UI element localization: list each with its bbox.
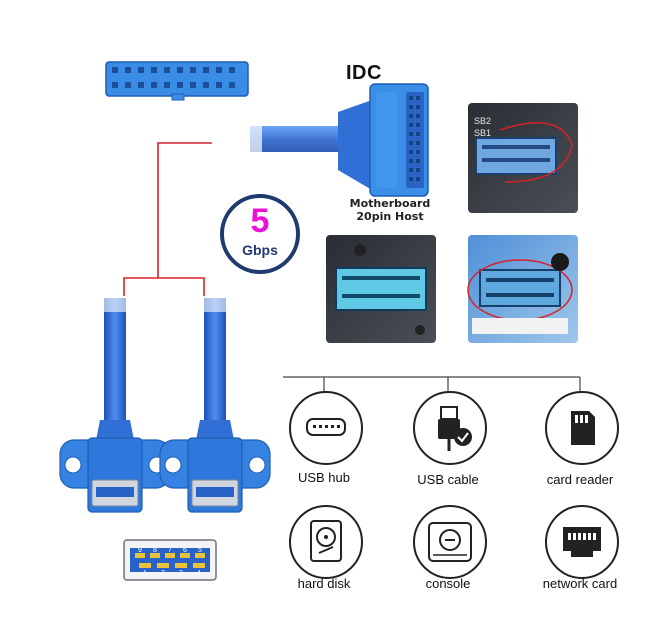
motherboard-photo-1: SB2 SB1 xyxy=(468,103,578,213)
svg-text:SB2: SB2 xyxy=(474,116,491,126)
network-card-label: network card xyxy=(542,576,618,591)
usb-cable-icon xyxy=(438,406,472,451)
network-card-circle xyxy=(545,505,619,579)
usb-port-left xyxy=(59,420,171,513)
idc-label: IDC xyxy=(346,62,382,84)
card-reader-label: card reader xyxy=(546,472,614,487)
usb-pin-label: 1 xyxy=(143,570,147,577)
usb-pin-label: 8 xyxy=(153,547,157,554)
host-line-1: Motherboard xyxy=(349,197,431,210)
device-tree-lines xyxy=(283,376,581,391)
usb-pin-label: 4 xyxy=(197,570,201,577)
usb-cable-circle xyxy=(413,391,487,465)
header-pin-diagram xyxy=(105,61,249,101)
usb-pinout-diagram: 9 8 7 6 5 1 2 3 4 xyxy=(123,539,217,581)
usb-pin-label: 9 xyxy=(138,547,142,554)
usb-pin-label: 3 xyxy=(179,570,183,577)
motherboard-host-label: Motherboard 20pin Host xyxy=(335,197,445,223)
usb-pin-label: 2 xyxy=(161,570,165,577)
console-icon xyxy=(428,522,472,562)
speed-badge: 5 Gbps xyxy=(220,194,300,274)
usb-hub-icon xyxy=(306,418,346,436)
usb-port-right xyxy=(159,420,271,513)
speed-number: 5 xyxy=(250,202,270,240)
usb-hub-label: USB hub xyxy=(297,470,351,485)
speed-unit: Gbps xyxy=(242,242,278,258)
hard-disk-circle xyxy=(289,505,363,579)
idc-cable xyxy=(250,126,340,152)
console-circle xyxy=(413,505,487,579)
hard-disk-label: hard disk xyxy=(297,576,351,591)
usb-cables xyxy=(104,298,226,420)
host-line-2: 20pin Host xyxy=(356,210,424,223)
card-reader-circle xyxy=(545,391,619,465)
sd-card-icon xyxy=(571,411,595,445)
ethernet-port-icon xyxy=(563,527,601,557)
motherboard-photo-3 xyxy=(467,235,578,343)
usb-pin-label: 7 xyxy=(168,547,172,554)
hard-disk-icon xyxy=(310,520,342,562)
console-label: console xyxy=(425,576,471,591)
usb-pin-label: 5 xyxy=(198,547,202,554)
usb-pin-label: 6 xyxy=(183,547,187,554)
usb-hub-circle xyxy=(289,391,363,465)
motherboard-photo-2 xyxy=(326,235,436,343)
red-connection-lines xyxy=(123,142,212,296)
idc-connector xyxy=(338,83,429,197)
svg-text:SB1: SB1 xyxy=(474,128,491,138)
usb-cable-label: USB cable xyxy=(417,472,479,487)
